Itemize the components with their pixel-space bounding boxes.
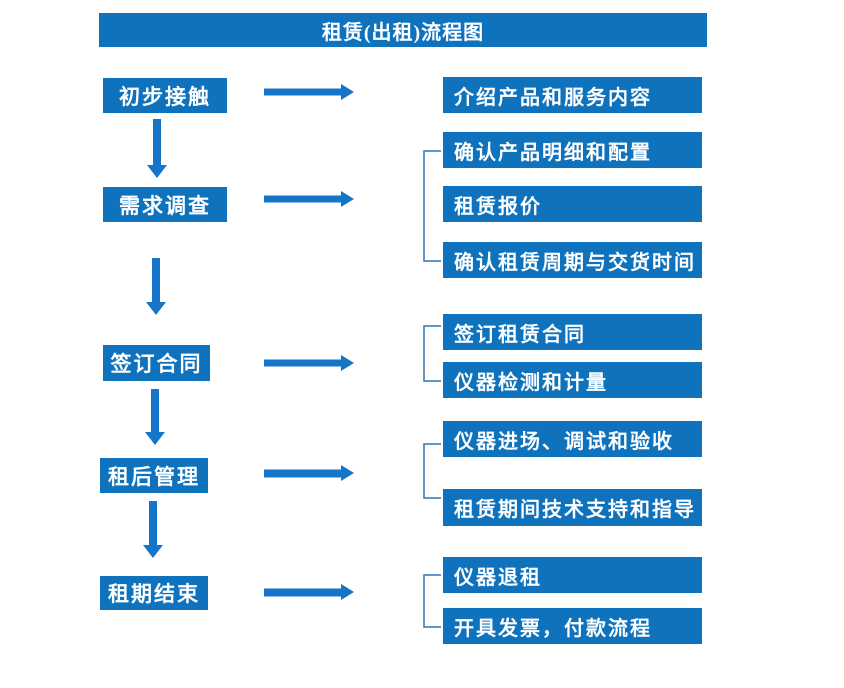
title-bar: 租赁(出租)流程图	[99, 13, 707, 47]
right-arrow-icon	[264, 465, 354, 481]
down-arrow-icon	[143, 501, 163, 558]
group-bracket	[423, 150, 441, 262]
step-box-3: 签订合同	[103, 345, 210, 381]
detail-box-3-1: 签订租赁合同	[443, 314, 702, 350]
down-arrow-icon	[147, 119, 167, 178]
detail-box-2-2: 租赁报价	[443, 186, 702, 222]
step-box-1: 初步接触	[103, 78, 227, 113]
detail-box-2-3: 确认租赁周期与交货时间	[443, 242, 702, 278]
detail-box-1-1: 介绍产品和服务内容	[443, 77, 702, 113]
group-bracket	[423, 574, 441, 628]
detail-box-5-2: 开具发票，付款流程	[443, 608, 702, 644]
group-bracket	[423, 325, 441, 382]
detail-box-2-1: 确认产品明细和配置	[443, 132, 702, 168]
group-bracket	[423, 443, 441, 499]
step-box-4: 租后管理	[100, 458, 208, 493]
right-arrow-icon	[264, 191, 354, 207]
right-arrow-icon	[264, 584, 354, 600]
right-arrow-icon	[264, 355, 354, 371]
detail-box-5-1: 仪器退租	[443, 557, 702, 593]
down-arrow-icon	[146, 258, 166, 315]
detail-box-3-2: 仪器检测和计量	[443, 362, 702, 398]
detail-box-4-2: 租赁期间技术支持和指导	[443, 489, 702, 526]
down-arrow-icon	[145, 389, 165, 445]
page-title: 租赁(出租)流程图	[321, 21, 485, 44]
step-box-2: 需求调查	[103, 187, 227, 222]
step-box-5: 租期结束	[100, 576, 208, 610]
detail-box-4-1: 仪器进场、调试和验收	[443, 421, 702, 457]
right-arrow-icon	[264, 84, 354, 100]
